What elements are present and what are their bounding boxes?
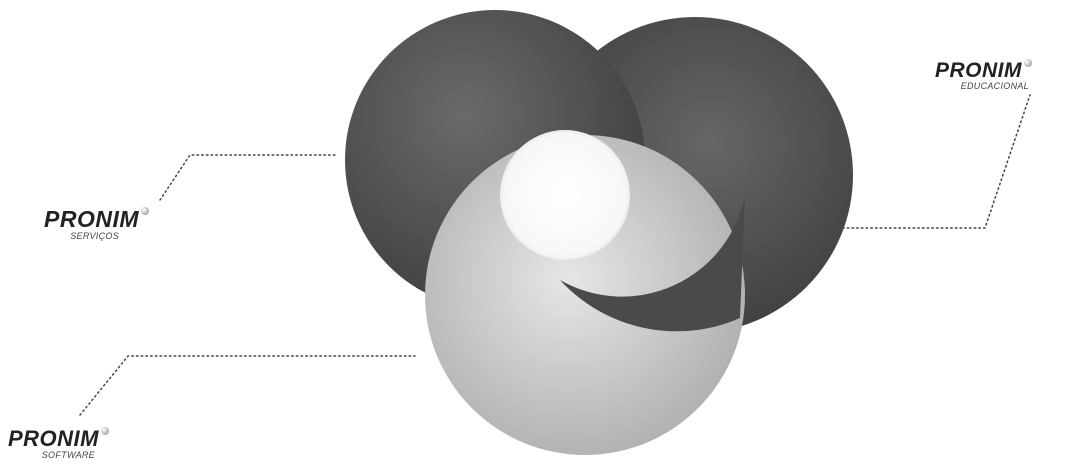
logo-pronim-educacional: PRONIM EDUCACIONAL <box>935 60 1032 91</box>
swirl-mark-icon <box>101 427 109 435</box>
swirl-mark-icon <box>1024 59 1032 67</box>
logo-wordmark: PRONIM <box>935 60 1032 81</box>
logo-wordmark: PRONIM <box>8 428 109 450</box>
logo-division-label: SERVIÇOS <box>44 232 149 241</box>
connector-line-servicos <box>160 155 338 200</box>
logo-pronim-software: PRONIM SOFTWARE <box>8 428 109 460</box>
logo-pronim-servicos: PRONIM SERVIÇOS <box>44 208 149 241</box>
logo-division-label: SOFTWARE <box>8 451 109 460</box>
swirl-mark-icon <box>141 207 149 215</box>
interlocking-rings-icon <box>345 10 853 455</box>
logo-division-label: EDUCACIONAL <box>935 82 1032 91</box>
connector-line-software <box>80 356 415 415</box>
logo-wordmark: PRONIM <box>44 208 149 231</box>
center-hole <box>500 130 630 260</box>
